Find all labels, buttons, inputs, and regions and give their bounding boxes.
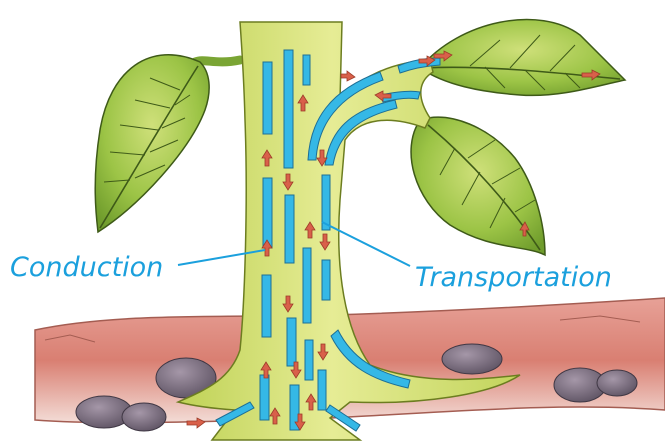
leaf-right-upper — [420, 20, 625, 96]
stone — [442, 344, 502, 374]
xylem-vessel — [263, 178, 272, 248]
xylem-vessel — [318, 370, 326, 410]
stone — [597, 370, 637, 396]
xylem-vessel — [303, 55, 310, 85]
xylem-vessel — [263, 62, 272, 134]
leaf-left — [95, 55, 240, 232]
xylem-vessel — [303, 248, 311, 323]
xylem-vessel — [285, 195, 294, 263]
stone — [122, 403, 166, 431]
xylem-vessel — [322, 260, 330, 300]
xylem-vessel — [284, 50, 293, 168]
leaf — [95, 55, 209, 232]
xylem-vessel — [260, 375, 269, 420]
xylem-vessel — [287, 318, 296, 366]
xylem-vessel — [305, 340, 313, 380]
leaf — [420, 20, 625, 96]
xylem-vessel — [262, 275, 271, 337]
flow-arrow — [341, 71, 355, 81]
conduction-label: Conduction — [10, 252, 163, 283]
transportation-label: Transportation — [415, 262, 612, 293]
